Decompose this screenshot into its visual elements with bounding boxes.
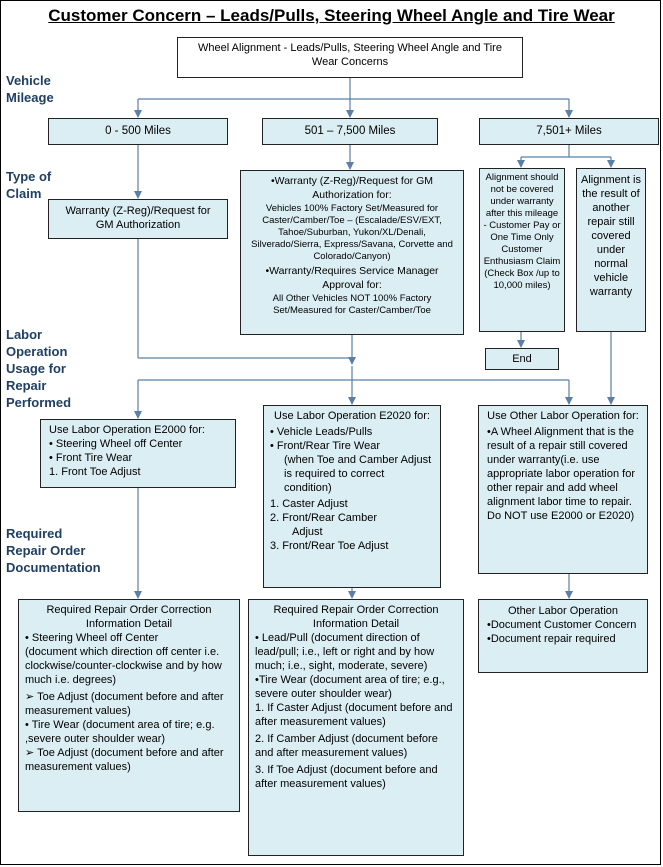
claim-low-text: Warranty (Z-Reg)/Request for GM Authoriz… xyxy=(65,205,211,231)
label-type-of-claim: Type of Claim xyxy=(6,169,52,201)
doc-box-left: Required Repair Order Correction Informa… xyxy=(18,599,240,812)
labor-box-e2020: Use Labor Operation E2020 for: • Vehicle… xyxy=(263,405,441,588)
claim-box-low: Warranty (Z-Reg)/Request for GM Authoriz… xyxy=(48,199,228,239)
doc-mid-step-1: 1. If Caster Adjust (document before and… xyxy=(255,702,453,728)
claim-high-right-text: Alignment is the result of another repai… xyxy=(581,174,641,298)
claim-box-high-left: Alignment should not be covered under wa… xyxy=(479,168,565,332)
label-vehicle-mileage: Vehicle Mileage xyxy=(6,73,54,105)
labor-e2020-title: Use Labor Operation E2020 for: xyxy=(274,410,430,422)
doc-mid-item-2: •Tire Wear (document area of tire; e.g.,… xyxy=(255,674,445,700)
doc-left-item-2: ➢ Toe Adjust (document before and after … xyxy=(25,691,224,717)
mileage-low-text: 0 - 500 Miles xyxy=(105,125,171,137)
doc-mid-title: Required Repair Order Correction Informa… xyxy=(273,604,439,630)
doc-left-item-4: ➢ Toe Adjust (document before and after … xyxy=(25,747,224,773)
claim-mid-detail-2: All Other Vehicles NOT 100% Factory Set/… xyxy=(272,293,432,316)
end-box: End xyxy=(485,348,559,370)
mileage-high-text: 7,501+ Miles xyxy=(536,125,602,137)
labor-e2000-item-2: • Front Tire Wear xyxy=(49,452,133,464)
end-text: End xyxy=(512,353,532,365)
doc-left-title: Required Repair Order Correction Informa… xyxy=(46,604,212,630)
claim-box-mid: •Warranty (Z-Reg)/Request for GM Authori… xyxy=(240,170,464,335)
doc-left-item-1: • Steering Wheel off Center xyxy=(25,632,159,644)
top-concern-text: Wheel Alignment - Leads/Pulls, Steering … xyxy=(198,42,502,68)
labor-box-other: Use Other Labor Operation for: •A Wheel … xyxy=(478,405,648,574)
claim-box-high-right: Alignment is the result of another repai… xyxy=(576,168,646,332)
labor-e2020-item-1: • Vehicle Leads/Pulls xyxy=(270,426,373,438)
mileage-box-mid: 501 – 7,500 Miles xyxy=(262,118,438,145)
claim-mid-heading-1: •Warranty (Z-Reg)/Request for GM Authori… xyxy=(271,175,433,201)
labor-e2000-item-3: 1. Front Toe Adjust xyxy=(49,466,141,478)
labor-other-body: •A Wheel Alignment that is the result of… xyxy=(487,426,635,522)
label-required-documentation: Required Repair Order Documentation xyxy=(6,526,101,575)
doc-left-item-1-detail: (document which direction off center i.e… xyxy=(25,646,222,686)
top-concern-box: Wheel Alignment - Leads/Pulls, Steering … xyxy=(177,37,523,78)
claim-mid-detail-1: Vehicles 100% Factory Set/Measured for C… xyxy=(251,203,453,262)
doc-box-mid: Required Repair Order Correction Informa… xyxy=(248,599,464,856)
labor-e2020-step-2-cont: Adjust xyxy=(292,526,323,538)
labor-e2020-item-2: • Front/Rear Tire Wear xyxy=(270,440,381,452)
labor-e2020-step-2: 2. Front/Rear Camber xyxy=(270,512,377,524)
labor-box-e2000: Use Labor Operation E2000 for: • Steerin… xyxy=(40,419,236,488)
labor-e2020-step-3: 3. Front/Rear Toe Adjust xyxy=(270,540,389,552)
doc-right-title: Other Labor Operation xyxy=(507,605,619,617)
labor-e2020-item-2-detail: (when Toe and Camber Adjust is required … xyxy=(284,454,432,494)
doc-box-right: Other Labor Operation •Document Customer… xyxy=(478,599,648,673)
doc-mid-step-2: 2. If Camber Adjust (document before and… xyxy=(255,733,438,759)
labor-e2020-step-1: 1. Caster Adjust xyxy=(270,498,348,510)
claim-high-left-text: Alignment should not be covered under wa… xyxy=(483,172,561,291)
mileage-box-low: 0 - 500 Miles xyxy=(48,118,228,145)
mileage-mid-text: 501 – 7,500 Miles xyxy=(304,125,396,137)
doc-right-item-2: •Document repair required xyxy=(487,633,616,645)
doc-left-item-3: • Tire Wear (document area of tire; e.g.… xyxy=(25,719,215,745)
connector-lines xyxy=(134,78,615,599)
doc-mid-step-3: 3. If Toe Adjust (document before and af… xyxy=(255,764,438,790)
doc-mid-item-1: • Lead/Pull (document direction of lead/… xyxy=(255,632,435,672)
page-title: Customer Concern – Leads/Pulls, Steering… xyxy=(48,6,615,25)
labor-other-title: Use Other Labor Operation for: xyxy=(487,410,639,422)
labor-e2000-item-1: • Steering Wheel off Center xyxy=(49,438,183,450)
mileage-box-high: 7,501+ Miles xyxy=(479,118,659,145)
label-labor-operation: Labor Operation Usage for Repair Perform… xyxy=(6,327,72,410)
claim-mid-heading-2: •Warranty/Requires Service Manager Appro… xyxy=(265,265,439,291)
doc-right-item-1: •Document Customer Concern xyxy=(487,619,637,631)
labor-e2000-title: Use Labor Operation E2000 for: xyxy=(49,424,205,436)
